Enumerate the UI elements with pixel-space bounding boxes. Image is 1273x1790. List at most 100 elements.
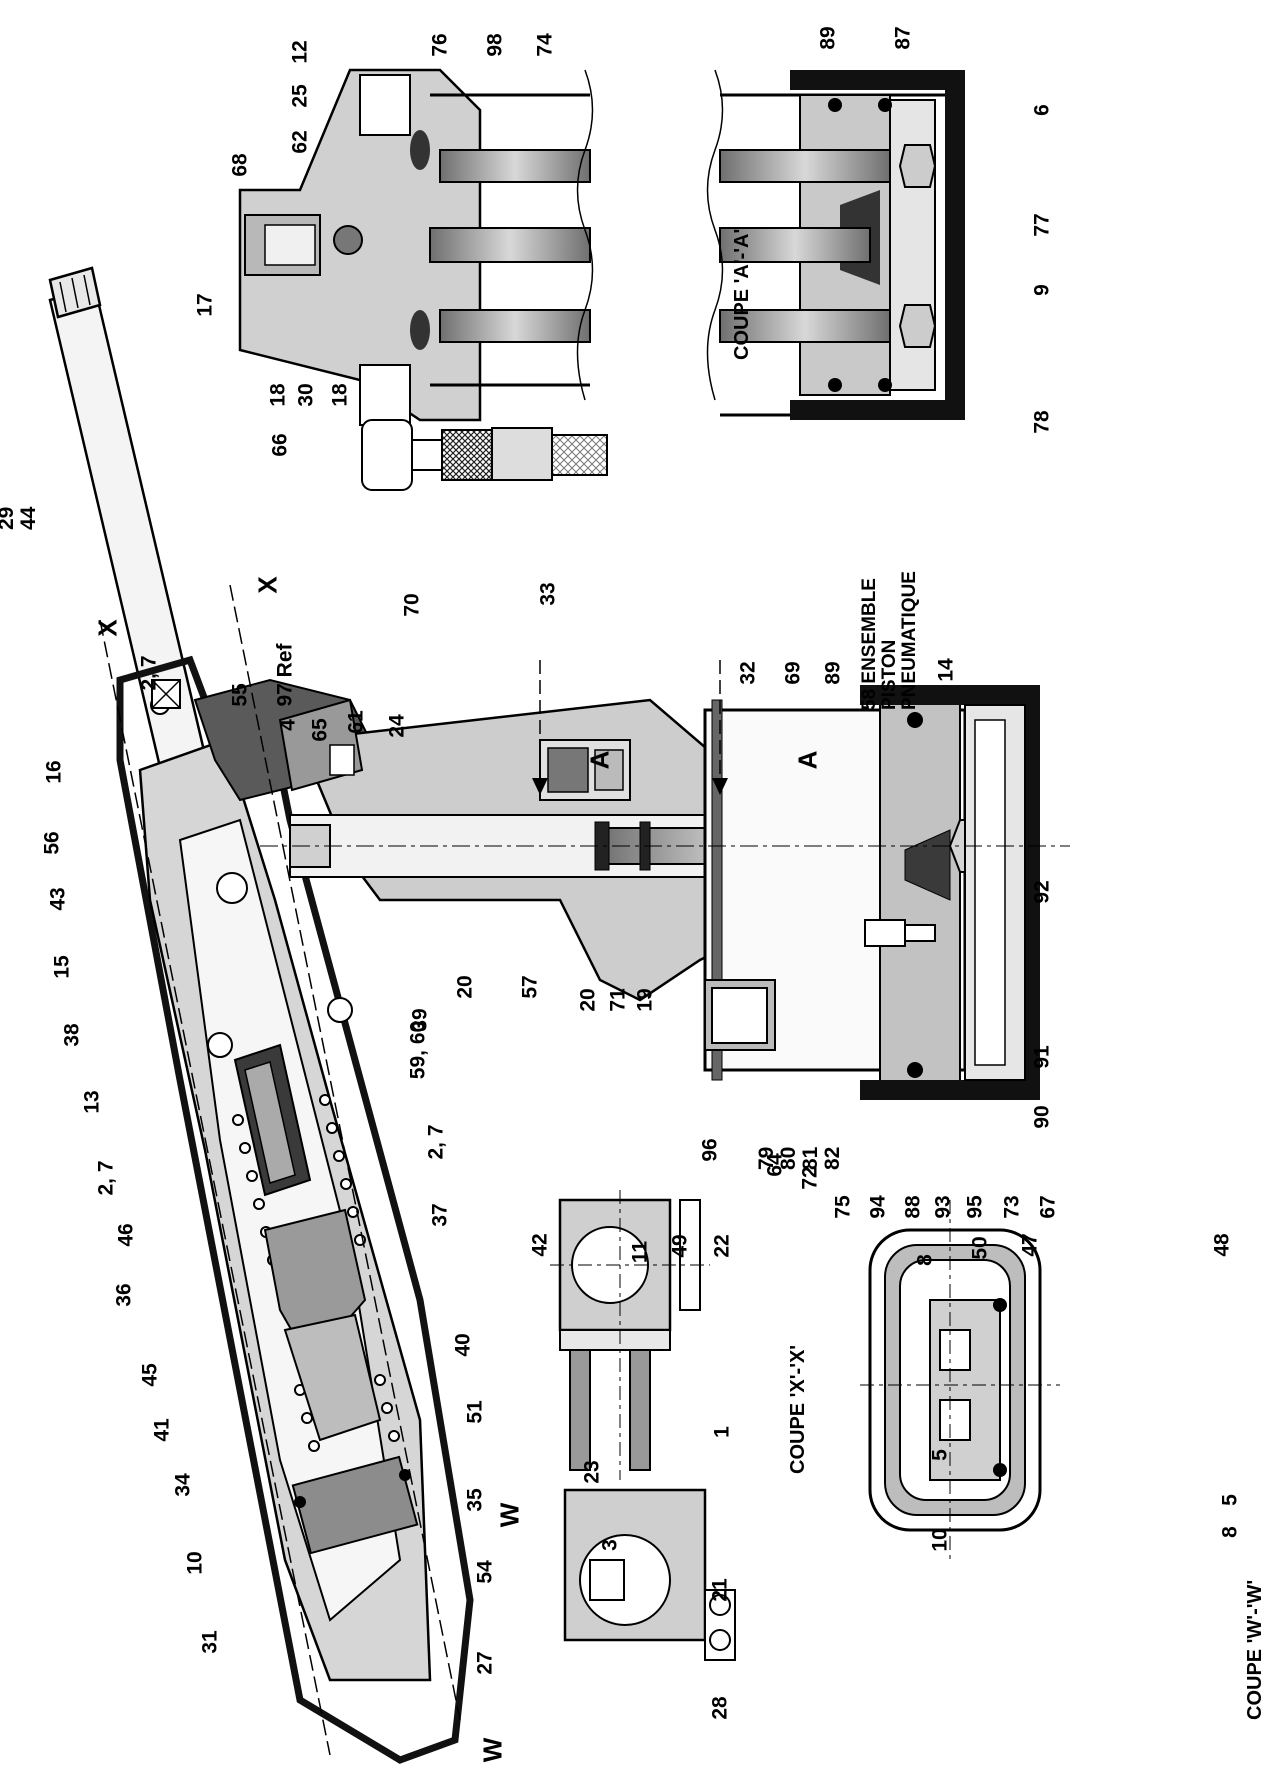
label-92: 92 — [1030, 880, 1054, 904]
label-76: 76 — [428, 33, 452, 57]
label-43: 43 — [46, 887, 70, 911]
label-21: 21 — [708, 1578, 732, 1602]
label-37: 37 — [428, 1203, 452, 1227]
label-42: 42 — [528, 1233, 552, 1257]
label-13: 13 — [80, 1090, 104, 1114]
label-47: 47 — [1018, 1233, 1042, 1257]
label-10-nose: 10 — [183, 1551, 207, 1575]
label-14: 14 — [934, 658, 958, 682]
label-6: 6 — [1030, 104, 1054, 116]
label-12: 12 — [288, 40, 312, 64]
label-11: 11 — [628, 1240, 652, 1264]
label-69: 69 — [781, 661, 805, 685]
label-20-right: 20 — [576, 988, 600, 1012]
section-marker-x-1: X — [92, 619, 123, 637]
label-62: 62 — [288, 130, 312, 154]
label-90: 90 — [1030, 1105, 1054, 1129]
label-78: 78 — [1030, 410, 1054, 434]
label-97-ref: 97 Ref — [273, 643, 297, 707]
label-8-top: 8 — [913, 1254, 937, 1266]
section-marker-w-1: W — [494, 1502, 525, 1528]
label-50: 50 — [968, 1236, 992, 1260]
label-55: 55 — [228, 683, 252, 707]
label-5-bottom: 5 — [1218, 1494, 1242, 1506]
section-a-a-title: COUPE 'A'-'A' — [731, 228, 753, 360]
section-marker-w-2: W — [477, 1737, 508, 1763]
label-51: 51 — [463, 1400, 487, 1424]
label-28: 28 — [708, 1696, 732, 1720]
label-10-ww: 10 — [928, 1528, 952, 1552]
label-59-60: 59, 60 — [406, 1020, 430, 1080]
label-41: 41 — [150, 1418, 174, 1442]
label-22: 22 — [710, 1234, 734, 1258]
label-57: 57 — [518, 975, 542, 999]
label-31: 31 — [198, 1630, 222, 1654]
label-73: 73 — [1000, 1195, 1024, 1219]
label-89-cyl: 89 — [821, 661, 845, 685]
label-91: 91 — [1030, 1045, 1054, 1069]
label-40: 40 — [451, 1333, 475, 1357]
label-89-cap: 89 — [816, 26, 840, 50]
label-35: 35 — [463, 1488, 487, 1512]
section-x-x-title: COUPE 'X'-'X' — [787, 1344, 809, 1474]
label-68: 68 — [228, 153, 252, 177]
section-marker-a-2: A — [792, 750, 823, 770]
label-71: 71 — [606, 988, 630, 1012]
label-25: 25 — [288, 84, 312, 108]
label-34: 34 — [171, 1473, 195, 1497]
label-32: 32 — [736, 661, 760, 685]
label-2-7-right: 2, 7 — [424, 1124, 448, 1160]
label-96: 96 — [698, 1138, 722, 1162]
label-15: 15 — [50, 955, 74, 979]
label-75: 75 — [831, 1195, 855, 1219]
section-marker-a-1: A — [584, 750, 615, 770]
label-29-44: 29 44 — [0, 506, 40, 530]
label-19: 19 — [633, 988, 657, 1012]
label-49: 49 — [668, 1234, 692, 1258]
label-74: 74 — [533, 33, 557, 57]
section-pin-detail — [563, 1488, 736, 1661]
label-23: 23 — [580, 1460, 604, 1484]
label-65: 65 — [308, 718, 332, 742]
label-36: 36 — [112, 1283, 136, 1307]
label-18-a: 18 — [266, 383, 290, 407]
label-20-left: 20 — [453, 975, 477, 999]
section-x-x — [550, 1190, 710, 1480]
label-94: 94 — [866, 1195, 890, 1219]
label-2-7-left: 2, 7 — [94, 1160, 118, 1196]
label-9: 9 — [1030, 284, 1054, 296]
label-58-ensemble: 58 ENSEMBLE PISTON PNEUMATIQUE — [859, 571, 920, 710]
label-56: 56 — [40, 831, 64, 855]
section-a-a-valve — [238, 68, 608, 491]
label-1: 1 — [710, 1426, 734, 1438]
handle-and-cylinder — [260, 660, 1070, 1100]
label-70: 70 — [400, 593, 424, 617]
label-4: 4 — [276, 719, 300, 731]
label-88: 88 — [901, 1195, 925, 1219]
label-38: 38 — [60, 1023, 84, 1047]
label-61: 61 — [344, 710, 368, 734]
label-5-top: 5 — [928, 1449, 952, 1461]
label-33: 33 — [536, 582, 560, 606]
label-27: 27 — [473, 1651, 497, 1675]
label-87: 87 — [891, 26, 915, 50]
label-66: 66 — [268, 433, 292, 457]
label-67: 67 — [1036, 1195, 1060, 1219]
label-54: 54 — [473, 1560, 497, 1584]
label-45: 45 — [138, 1363, 162, 1387]
label-3: 3 — [598, 1539, 622, 1551]
label-98: 98 — [483, 33, 507, 57]
label-24: 24 — [385, 714, 409, 738]
label-2-7-top: 2, 7 — [137, 655, 161, 691]
section-x-line — [99, 619, 331, 1756]
label-77: 77 — [1030, 213, 1054, 237]
section-w-line — [229, 584, 461, 1721]
label-30: 30 — [294, 383, 318, 407]
section-w-w-title: COUPE 'W'-'W' — [1244, 1579, 1266, 1720]
label-95: 95 — [963, 1195, 987, 1219]
label-16: 16 — [42, 760, 66, 784]
section-a-a-cap — [706, 69, 965, 420]
label-48: 48 — [1210, 1233, 1234, 1257]
